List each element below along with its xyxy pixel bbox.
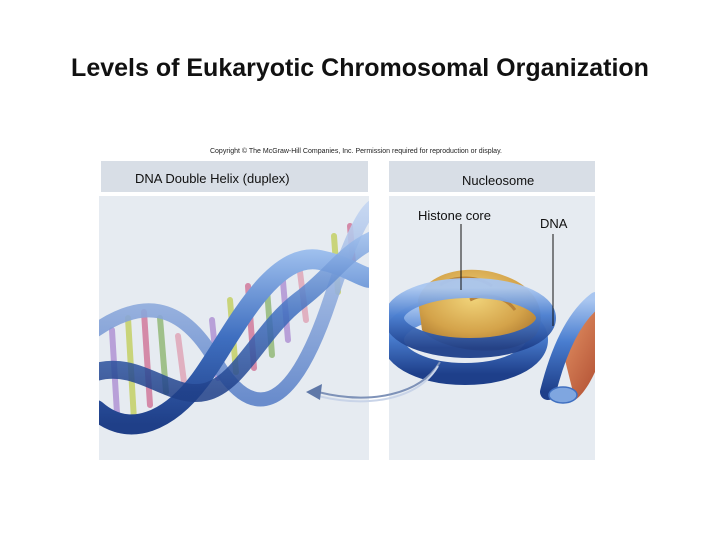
transition-arrow [306,361,441,403]
panel-header-dna-helix: DNA Double Helix (duplex) [101,161,368,195]
dna-double-helix [99,200,369,435]
nucleosome [389,269,595,404]
label-dna: DNA [540,216,568,231]
panel-heading-nucleosome: Nucleosome [462,173,535,188]
panel-header-nucleosome: Nucleosome [389,161,595,195]
copyright-notice: Copyright © The McGraw-Hill Companies, I… [209,148,502,155]
label-histone-core: Histone core [418,208,491,223]
page-title: Levels of Eukaryotic Chromosomal Organiz… [71,54,649,82]
panel-heading-dna-helix: DNA Double Helix (duplex) [135,171,290,186]
